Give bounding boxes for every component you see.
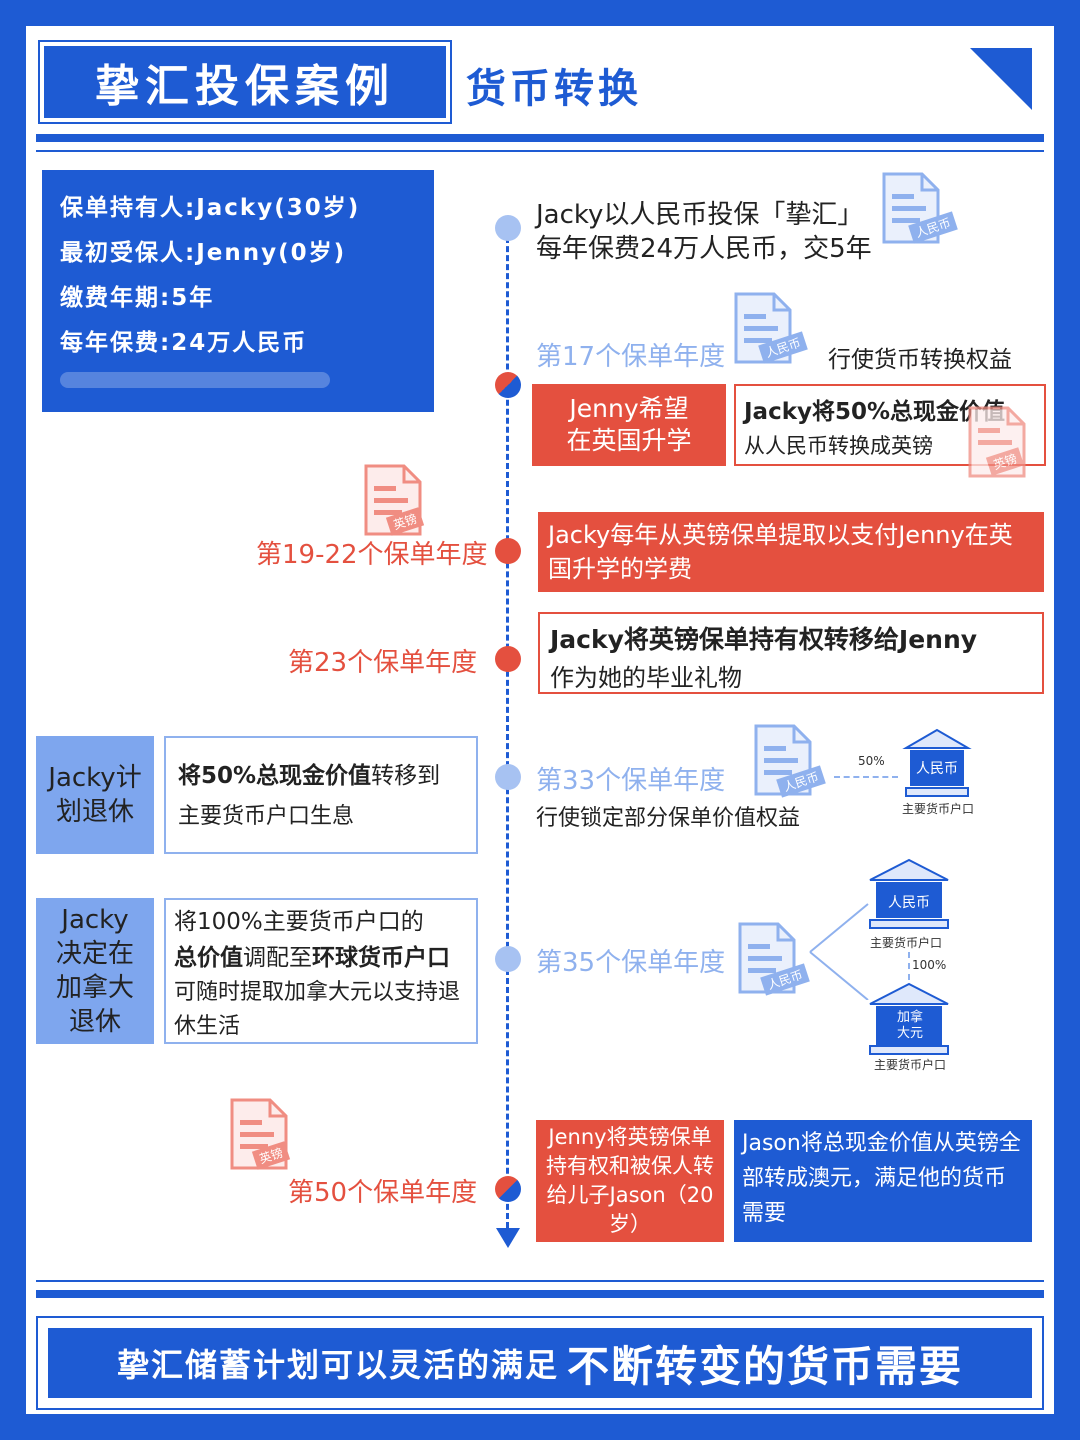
year-23-box: Jacky将英镑保单持有权转移给Jenny 作为她的毕业礼物 — [538, 612, 1044, 694]
rmb-bank-icon: 人民币 — [902, 728, 972, 804]
year-17-reason-box: Jenny希望在英国升学 — [532, 384, 726, 466]
year-35-label: 第35个保单年度 — [536, 948, 726, 978]
year-17-label: 第17个保单年度 — [536, 342, 726, 372]
year-19-22-label: 第19-22个保单年度 — [256, 540, 488, 570]
year-35-global-account: 环球货币户口 — [312, 945, 450, 971]
rmb-document-icon: 人民币 — [736, 920, 810, 1000]
year-35-detail-box: 将100%主要货币户口的 总价值调配至环球货币户口 可随时提取加拿大元以支持退休… — [164, 898, 478, 1044]
timeline-axis — [506, 228, 509, 1228]
blurred-watermark — [60, 372, 330, 388]
footer-outline — [36, 1316, 1044, 1410]
year-17-note: 行使货币转换权益 — [828, 347, 1012, 373]
rmb-bank-label: 人民币 — [916, 761, 958, 777]
gbp-document-icon: 英镑 — [228, 1096, 291, 1176]
year-23-rest: 作为她的毕业礼物 — [550, 664, 742, 692]
footer-text: 挚汇储蓄计划可以灵活的满足 — [116, 1346, 559, 1384]
footer-banner: 挚汇储蓄计划可以灵活的满足 不断转变的货币需要 — [48, 1328, 1032, 1398]
retire-canada-tag: Jacky决定在加拿大退休 — [36, 898, 154, 1044]
info-annual-premium: 每年保费:24万人民币 — [60, 330, 308, 356]
footer-divider — [36, 1290, 1044, 1298]
cad-bank-icon: 加拿大元 — [866, 982, 952, 1062]
year-50-label: 第50个保单年度 — [288, 1178, 478, 1208]
timeline-dot-50 — [495, 1176, 521, 1202]
transfer-arrow-down — [908, 952, 910, 980]
rmb-bank-label: 人民币 — [888, 895, 930, 911]
event-start-line1: Jacky以人民币投保「挚汇」 — [536, 200, 864, 230]
header-divider-thin — [36, 150, 1044, 152]
year-35-move: 调配至 — [243, 945, 312, 971]
rmb-account-label: 主要货币户口 — [870, 936, 943, 950]
rmb-document-icon: 人民币 — [732, 290, 808, 370]
year-35-line1: 将100%主要货币户口的 — [174, 909, 424, 935]
header-divider — [36, 134, 1044, 142]
policy-info-box: 保单持有人:Jacky(30岁) 最初受保人:Jenny(0岁) 缴费年期:5年… — [42, 170, 434, 412]
year-23-bold: Jacky将英镑保单持有权转移给Jenny — [550, 625, 978, 654]
year-17-action-bold: Jacky将50%总现金价值 — [744, 399, 1006, 425]
retire-plan-tag: Jacky计划退休 — [36, 736, 154, 854]
year-23-label: 第23个保单年度 — [288, 648, 478, 678]
year-50-currency-box: Jason将总现金价值从英镑全部转成澳元，满足他的货币需要 — [734, 1120, 1032, 1242]
gbp-document-icon: 英镑 — [966, 404, 1028, 484]
event-start-line2: 每年保费24万人民币，交5年 — [536, 234, 872, 264]
corner-triangle-icon — [970, 48, 1032, 110]
gbp-document-icon: 英镑 — [362, 462, 425, 542]
rmb-account-label: 主要货币户口 — [902, 802, 975, 816]
timeline-arrow-icon — [496, 1228, 520, 1248]
rmb-bank-icon: 人民币 — [866, 858, 952, 936]
transfer-100-pct: 100% — [912, 958, 947, 972]
timeline-dot-start — [495, 215, 521, 241]
event-start-text: Jacky以人民币投保「挚汇」 每年保费24万人民币，交5年 — [536, 198, 872, 266]
transfer-arrow — [834, 776, 898, 778]
year-33-note: 行使锁定部分保单价值权益 — [536, 806, 801, 831]
cad-account-label: 主要货币户口 — [874, 1058, 947, 1072]
page-title: 挚汇投保案例 — [44, 46, 446, 118]
timeline-dot-33 — [495, 764, 521, 790]
timeline-dot-17 — [495, 372, 521, 398]
info-policyholder: 保单持有人:Jacky(30岁) — [60, 195, 361, 221]
timeline-dot-23 — [495, 646, 521, 672]
year-19-22-box: Jacky每年从英镑保单提取以支付Jenny在英国升学的学费 — [538, 512, 1044, 592]
rmb-document-icon: 人民币 — [752, 722, 826, 802]
timeline-dot-35 — [495, 946, 521, 972]
year-35-total-value: 总价值 — [174, 945, 243, 971]
footer-emphasis: 不断转变的货币需要 — [567, 1341, 964, 1391]
year-50-transfer-box: Jenny将英镑保单持有权和被保人转给儿子Jason（20岁） — [536, 1120, 724, 1242]
year-33-label: 第33个保单年度 — [536, 766, 726, 796]
year-33-bold: 将50%总现金价值 — [178, 763, 372, 789]
title-box: 挚汇投保案例 — [38, 40, 452, 124]
cad-bank-label: 加拿大元 — [896, 1010, 923, 1041]
transfer-50-pct: 50% — [858, 754, 885, 768]
year-35-line3: 可随时提取加拿大元以支持退休生活 — [174, 980, 461, 1039]
year-33-rest: 主要货币户口生息 — [178, 804, 355, 829]
flow-lines — [806, 890, 876, 1004]
year-17-action-rest: 从人民币转换成英镑 — [744, 434, 933, 458]
info-insured: 最初受保人:Jenny(0岁) — [60, 240, 347, 266]
year-33-detail-box: 将50%总现金价值转移到 主要货币户口生息 — [164, 736, 478, 854]
timeline-dot-19 — [495, 538, 521, 564]
year-33-mid: 转移到 — [371, 763, 441, 789]
info-payment-term: 缴费年期:5年 — [60, 285, 215, 311]
rmb-document-icon: 人民币 — [880, 170, 958, 250]
page-subtitle: 货币转换 — [466, 66, 642, 112]
footer-divider-thin — [36, 1280, 1044, 1282]
